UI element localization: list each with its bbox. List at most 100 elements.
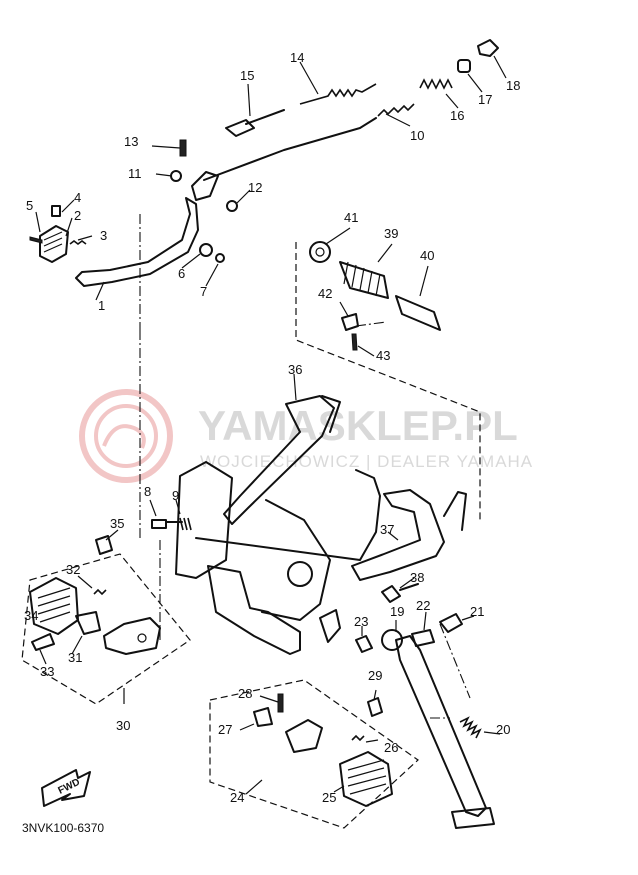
brake-rod-assembly [151, 39, 507, 212]
frame-center [261, 499, 331, 621]
callout-33: 33 [40, 664, 54, 679]
side-stand-pivot [381, 629, 403, 651]
adjuster-17 [457, 59, 471, 73]
bolt-11 [170, 170, 182, 182]
watermark-logo-ring [79, 389, 173, 483]
washer-12 [226, 200, 238, 212]
callout-43: 43 [376, 348, 390, 363]
leader-lines-frame [105, 373, 415, 589]
callout-2: 2 [74, 208, 81, 223]
bolt-4 [51, 205, 61, 217]
leader-lines-left-footrest [39, 575, 125, 704]
clip-42 [341, 313, 359, 331]
callout-19: 19 [390, 604, 404, 619]
callout-26: 26 [384, 740, 398, 755]
bolt-29 [367, 697, 383, 717]
callout-13: 13 [124, 134, 138, 149]
pin-40 [395, 295, 441, 331]
footrest-25-ridges [347, 759, 387, 795]
switch-body [225, 119, 255, 137]
diagram-code: 3NVK100-6370 [22, 821, 104, 835]
pin-43 [351, 333, 358, 351]
callout-17: 17 [478, 92, 492, 107]
callout-23: 23 [354, 614, 368, 629]
bracket-31-hole [137, 633, 147, 643]
footrest-34 [29, 577, 79, 635]
leader-lines-stand [361, 611, 501, 735]
brake-pedal-arm [75, 197, 199, 287]
side-stand-foot [451, 807, 495, 829]
side-stand-leg [395, 635, 487, 817]
pin-28 [277, 693, 284, 713]
callout-41: 41 [344, 210, 358, 225]
leader-lines-peg [325, 227, 429, 357]
frame-stand-mount [319, 609, 341, 643]
bracket-36-tab [321, 395, 341, 433]
callout-28: 28 [238, 686, 252, 701]
centerline-frame [139, 214, 161, 640]
washer-6 [199, 243, 213, 257]
callout-32: 32 [66, 562, 80, 577]
callout-11: 11 [128, 166, 142, 181]
wing-nut-18 [477, 39, 499, 57]
watermark-subtitle: WOJCIECHOWICZ | DEALER YAMAHA [200, 452, 533, 471]
callout-38: 38 [410, 570, 424, 585]
brake-pedal-pad [39, 225, 69, 263]
centerline-stand [430, 623, 471, 719]
callout-30: 30 [116, 718, 130, 733]
callout-42: 42 [318, 286, 332, 301]
callout-10: 10 [410, 128, 424, 143]
bracket-37 [351, 489, 445, 581]
rubber-39 [339, 261, 389, 299]
callout-24: 24 [230, 790, 244, 805]
bracket-37-tab [443, 491, 467, 531]
pin-27 [253, 707, 273, 727]
spring-26 [351, 734, 365, 742]
brake-rod-arm [191, 171, 219, 201]
spring-20 [459, 716, 482, 739]
fwd-arrow: FWD [41, 769, 91, 807]
frame-boss [287, 561, 313, 587]
brake-rod [203, 117, 377, 181]
callout-36: 36 [288, 362, 302, 377]
callout-15: 15 [240, 68, 254, 83]
bolt-5 [29, 236, 43, 244]
rubber-39-ribs [343, 261, 381, 297]
watermark-logo-inner [94, 404, 158, 468]
frame-and-brackets [95, 214, 467, 655]
frame-lower [207, 565, 301, 655]
callout-21: 21 [470, 604, 484, 619]
callout-1: 1 [98, 298, 105, 313]
callout-7: 7 [200, 284, 207, 299]
plate-21 [439, 613, 463, 633]
rider-footrest-left [21, 553, 191, 705]
peg-group-boundary [295, 242, 481, 520]
callout-5: 5 [26, 198, 33, 213]
callout-25: 25 [322, 790, 336, 805]
nut-23 [355, 635, 373, 653]
callout-18: 18 [506, 78, 520, 93]
frame-left-plate [175, 461, 233, 579]
footrest-34-ridges [37, 587, 71, 623]
pin-13 [179, 139, 187, 157]
footrest-right-boundary [209, 679, 419, 829]
centerline-42 [355, 321, 387, 327]
rider-footrest-right [209, 679, 419, 829]
leader-lines-rod [151, 55, 507, 205]
washer-41 [309, 241, 331, 263]
brake-pedal-assembly [29, 197, 225, 301]
callout-31: 31 [68, 650, 82, 665]
footrest-25 [339, 751, 393, 807]
callout-9: 9 [172, 488, 179, 503]
rod-thread [377, 103, 415, 117]
callout-37: 37 [380, 522, 394, 537]
bracket-right [285, 719, 323, 753]
callout-3: 3 [100, 228, 107, 243]
bracket-31 [103, 617, 161, 655]
bracket-31-hinge [75, 611, 101, 635]
bolt-8 [151, 519, 183, 529]
clip-3 [69, 240, 87, 245]
switch-shaft [245, 109, 285, 125]
spring-16 [419, 78, 453, 90]
